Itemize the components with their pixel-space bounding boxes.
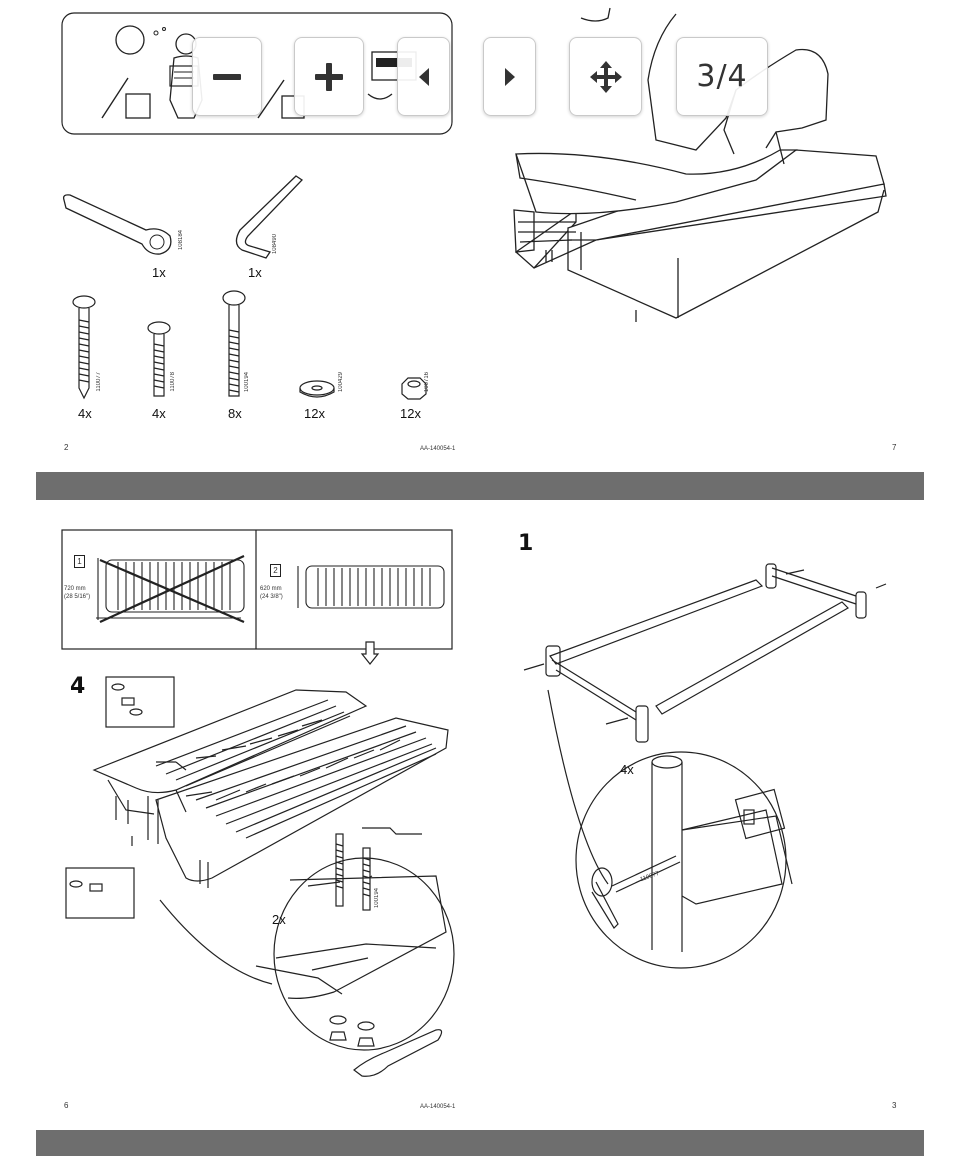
mattress-illustration (513, 149, 887, 322)
page-number: 3 (892, 1101, 897, 1110)
bottom-illustrations (61, 529, 887, 1077)
cross-mark-icon (99, 558, 245, 624)
part-code: 100194 (244, 372, 250, 393)
previous-page-button[interactable] (397, 37, 450, 116)
part-code: 100716 (424, 372, 430, 393)
slat-frame-620 (297, 565, 445, 609)
zoom-out-button[interactable] (192, 37, 262, 116)
options-box (61, 529, 453, 650)
help-bubble-icon (115, 25, 145, 55)
move-arrows-icon (589, 60, 622, 93)
screw-110077 (72, 295, 96, 400)
step-number: 1 (518, 531, 534, 556)
dimension: 620 mm (260, 586, 282, 592)
washer-100429 (299, 380, 335, 398)
screw-110078 (147, 321, 171, 397)
bed-frame-illustration (523, 563, 887, 969)
part-qty: 12x (400, 406, 421, 421)
bolt-100194 (222, 290, 246, 397)
detail-magnifier-left (159, 827, 455, 1077)
dimension-inches: (24 3/8") (260, 594, 283, 600)
part-qty: 8x (228, 406, 242, 421)
part-code: 110078 (170, 372, 176, 392)
dimension-inches: (28 5/16") (64, 594, 91, 600)
option-number: 1 (74, 555, 85, 568)
dimension: 720 mm (64, 586, 86, 592)
pan-button[interactable] (569, 37, 642, 116)
page-separator (36, 472, 924, 500)
slat-frame-720 (96, 558, 245, 620)
part-qty: 4x (78, 406, 92, 421)
next-page-button[interactable] (483, 37, 536, 116)
step-number: 4 (70, 674, 86, 699)
quantity-label: 4x (620, 762, 634, 777)
spanner-part (62, 194, 172, 255)
quantity-label: 2x (272, 912, 286, 927)
doc-code: AA-140054-1 (420, 446, 456, 452)
top-illustrations (61, 7, 887, 400)
triangle-left-icon (418, 67, 429, 86)
triangle-right-icon (504, 67, 515, 86)
part-qty: 12x (304, 406, 325, 421)
part-qty: 1x (152, 265, 166, 280)
page-number: 2 (64, 443, 69, 452)
page-number: 6 (64, 1101, 69, 1110)
intro-panel (61, 12, 453, 135)
top-spread: 1x 1x 4x 4x 8x 12x 12x 108184 108490 110… (36, 0, 924, 472)
option-number: 2 (270, 564, 281, 577)
part-code: 100429 (338, 372, 344, 393)
part-qty: 4x (152, 406, 166, 421)
page-separator (36, 1130, 924, 1156)
down-arrow-icon (360, 641, 380, 665)
part-code: 108184 (178, 230, 184, 251)
minus-icon (213, 73, 241, 80)
doc-code: AA-140054-1 (420, 1104, 456, 1110)
sofa-frame-illustration (65, 676, 449, 919)
allen-key-part (235, 175, 304, 259)
page-number: 7 (892, 443, 897, 452)
bolt-code: 100194 (374, 888, 380, 909)
part-qty: 1x (248, 265, 262, 280)
page-indicator[interactable]: 3/4 (676, 37, 768, 116)
nut-100716 (401, 377, 427, 400)
bottom-spread: 1 720 mm (28 5/16") 2 620 mm (24 3/8") 4… (36, 500, 924, 1130)
zoom-in-button[interactable] (294, 37, 364, 116)
plus-icon (315, 62, 343, 91)
part-code: 108490 (272, 234, 278, 255)
part-code: 110077 (96, 372, 102, 392)
